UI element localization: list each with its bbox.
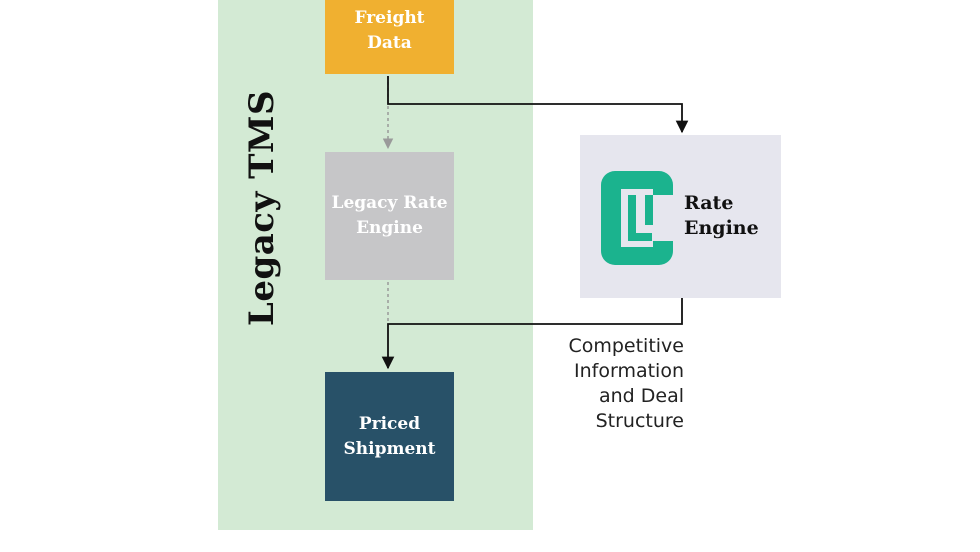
priced-shipment-label: Priced Shipment	[343, 413, 436, 459]
cl-logo-icon	[601, 171, 673, 265]
competitive-info-annotation: Competitive Information and Deal Structu…	[568, 335, 684, 432]
priced-shipment-box: Priced Shipment	[325, 372, 454, 501]
freight-data-label: Freight Data	[354, 8, 425, 53]
legacy-rate-engine-box: Legacy Rate Engine	[325, 152, 454, 280]
rate-engine-box: Rate Engine	[580, 135, 781, 298]
rate-engine-label: Rate Engine	[684, 192, 759, 239]
legacy-rate-engine-label: Legacy Rate Engine	[331, 193, 448, 238]
freight-data-box: Freight Data	[325, 0, 454, 74]
freight-to-rate-engine-arrow	[387, 76, 689, 134]
rate-engine-to-priced-arrow	[381, 298, 683, 370]
